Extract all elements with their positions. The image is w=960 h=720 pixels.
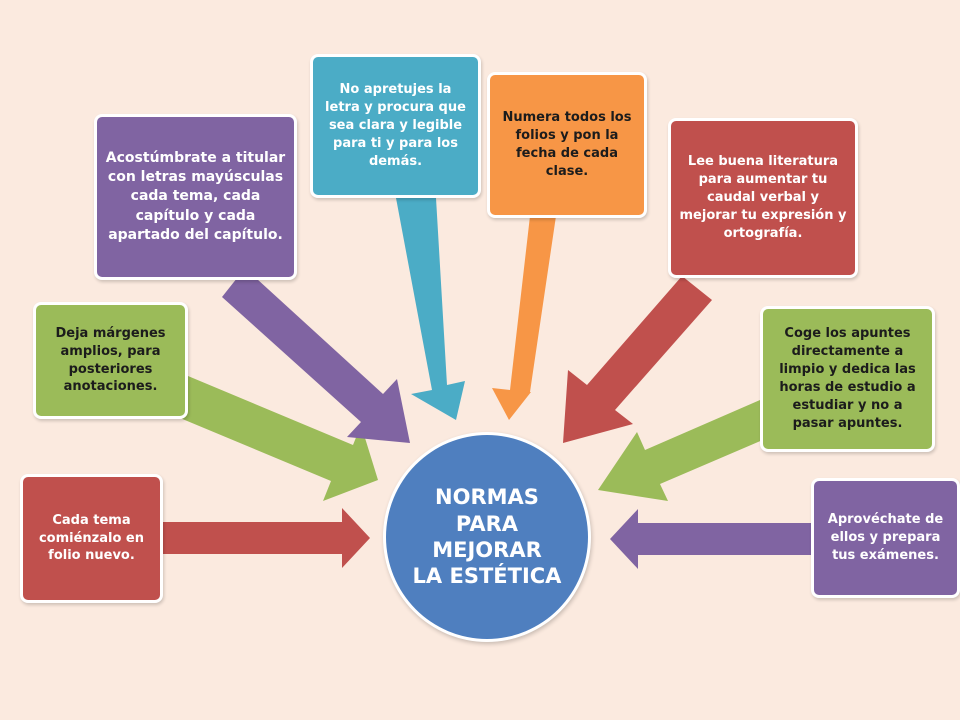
arrow-mayusculas xyxy=(222,268,410,443)
arrow-aprovechate xyxy=(610,509,820,569)
box-aprovechate: Aprovéchate de ellos y prepara tus exáme… xyxy=(811,478,960,598)
box-numera-text: Numera todos los folios y pon la fecha d… xyxy=(502,110,632,179)
box-cada-tema-text: Cada tema comiénzalo en folio nuevo. xyxy=(38,512,145,564)
box-aprovechate-text: Aprovéchate de ellos y prepara tus exáme… xyxy=(827,512,944,563)
arrow-margenes xyxy=(180,376,378,501)
arrow-numera xyxy=(492,216,556,420)
box-mayusculas: Acostúmbrate a titular con letras mayúsc… xyxy=(94,114,297,280)
box-apuntes-text: Coge los apuntes directamente a limpio y… xyxy=(779,326,916,431)
center-circle: NORMAS PARA MEJORAR LA ESTÉTICA xyxy=(383,432,591,642)
box-apuntes: Coge los apuntes directamente a limpio y… xyxy=(760,306,935,452)
arrow-letra xyxy=(396,198,465,420)
box-letra-text: No apretujes la letra y procura que sea … xyxy=(325,82,466,169)
box-numera: Numera todos los folios y pon la fecha d… xyxy=(487,72,647,218)
arrow-cada-tema xyxy=(160,508,370,568)
arrow-literatura xyxy=(563,276,712,443)
box-mayusculas-text: Acostúmbrate a titular con letras mayúsc… xyxy=(105,149,286,243)
box-literatura: Lee buena literatura para aumentar tu ca… xyxy=(668,118,858,278)
box-letra: No apretujes la letra y procura que sea … xyxy=(310,54,481,198)
box-literatura-text: Lee buena literatura para aumentar tu ca… xyxy=(679,154,847,241)
arrow-apuntes xyxy=(598,400,772,501)
box-cada-tema: Cada tema comiénzalo en folio nuevo. xyxy=(20,474,163,603)
box-margenes: Deja márgenes amplios, para posteriores … xyxy=(33,302,188,419)
box-margenes-text: Deja márgenes amplios, para posteriores … xyxy=(55,325,166,395)
center-title: NORMAS PARA MEJORAR LA ESTÉTICA xyxy=(412,485,562,589)
